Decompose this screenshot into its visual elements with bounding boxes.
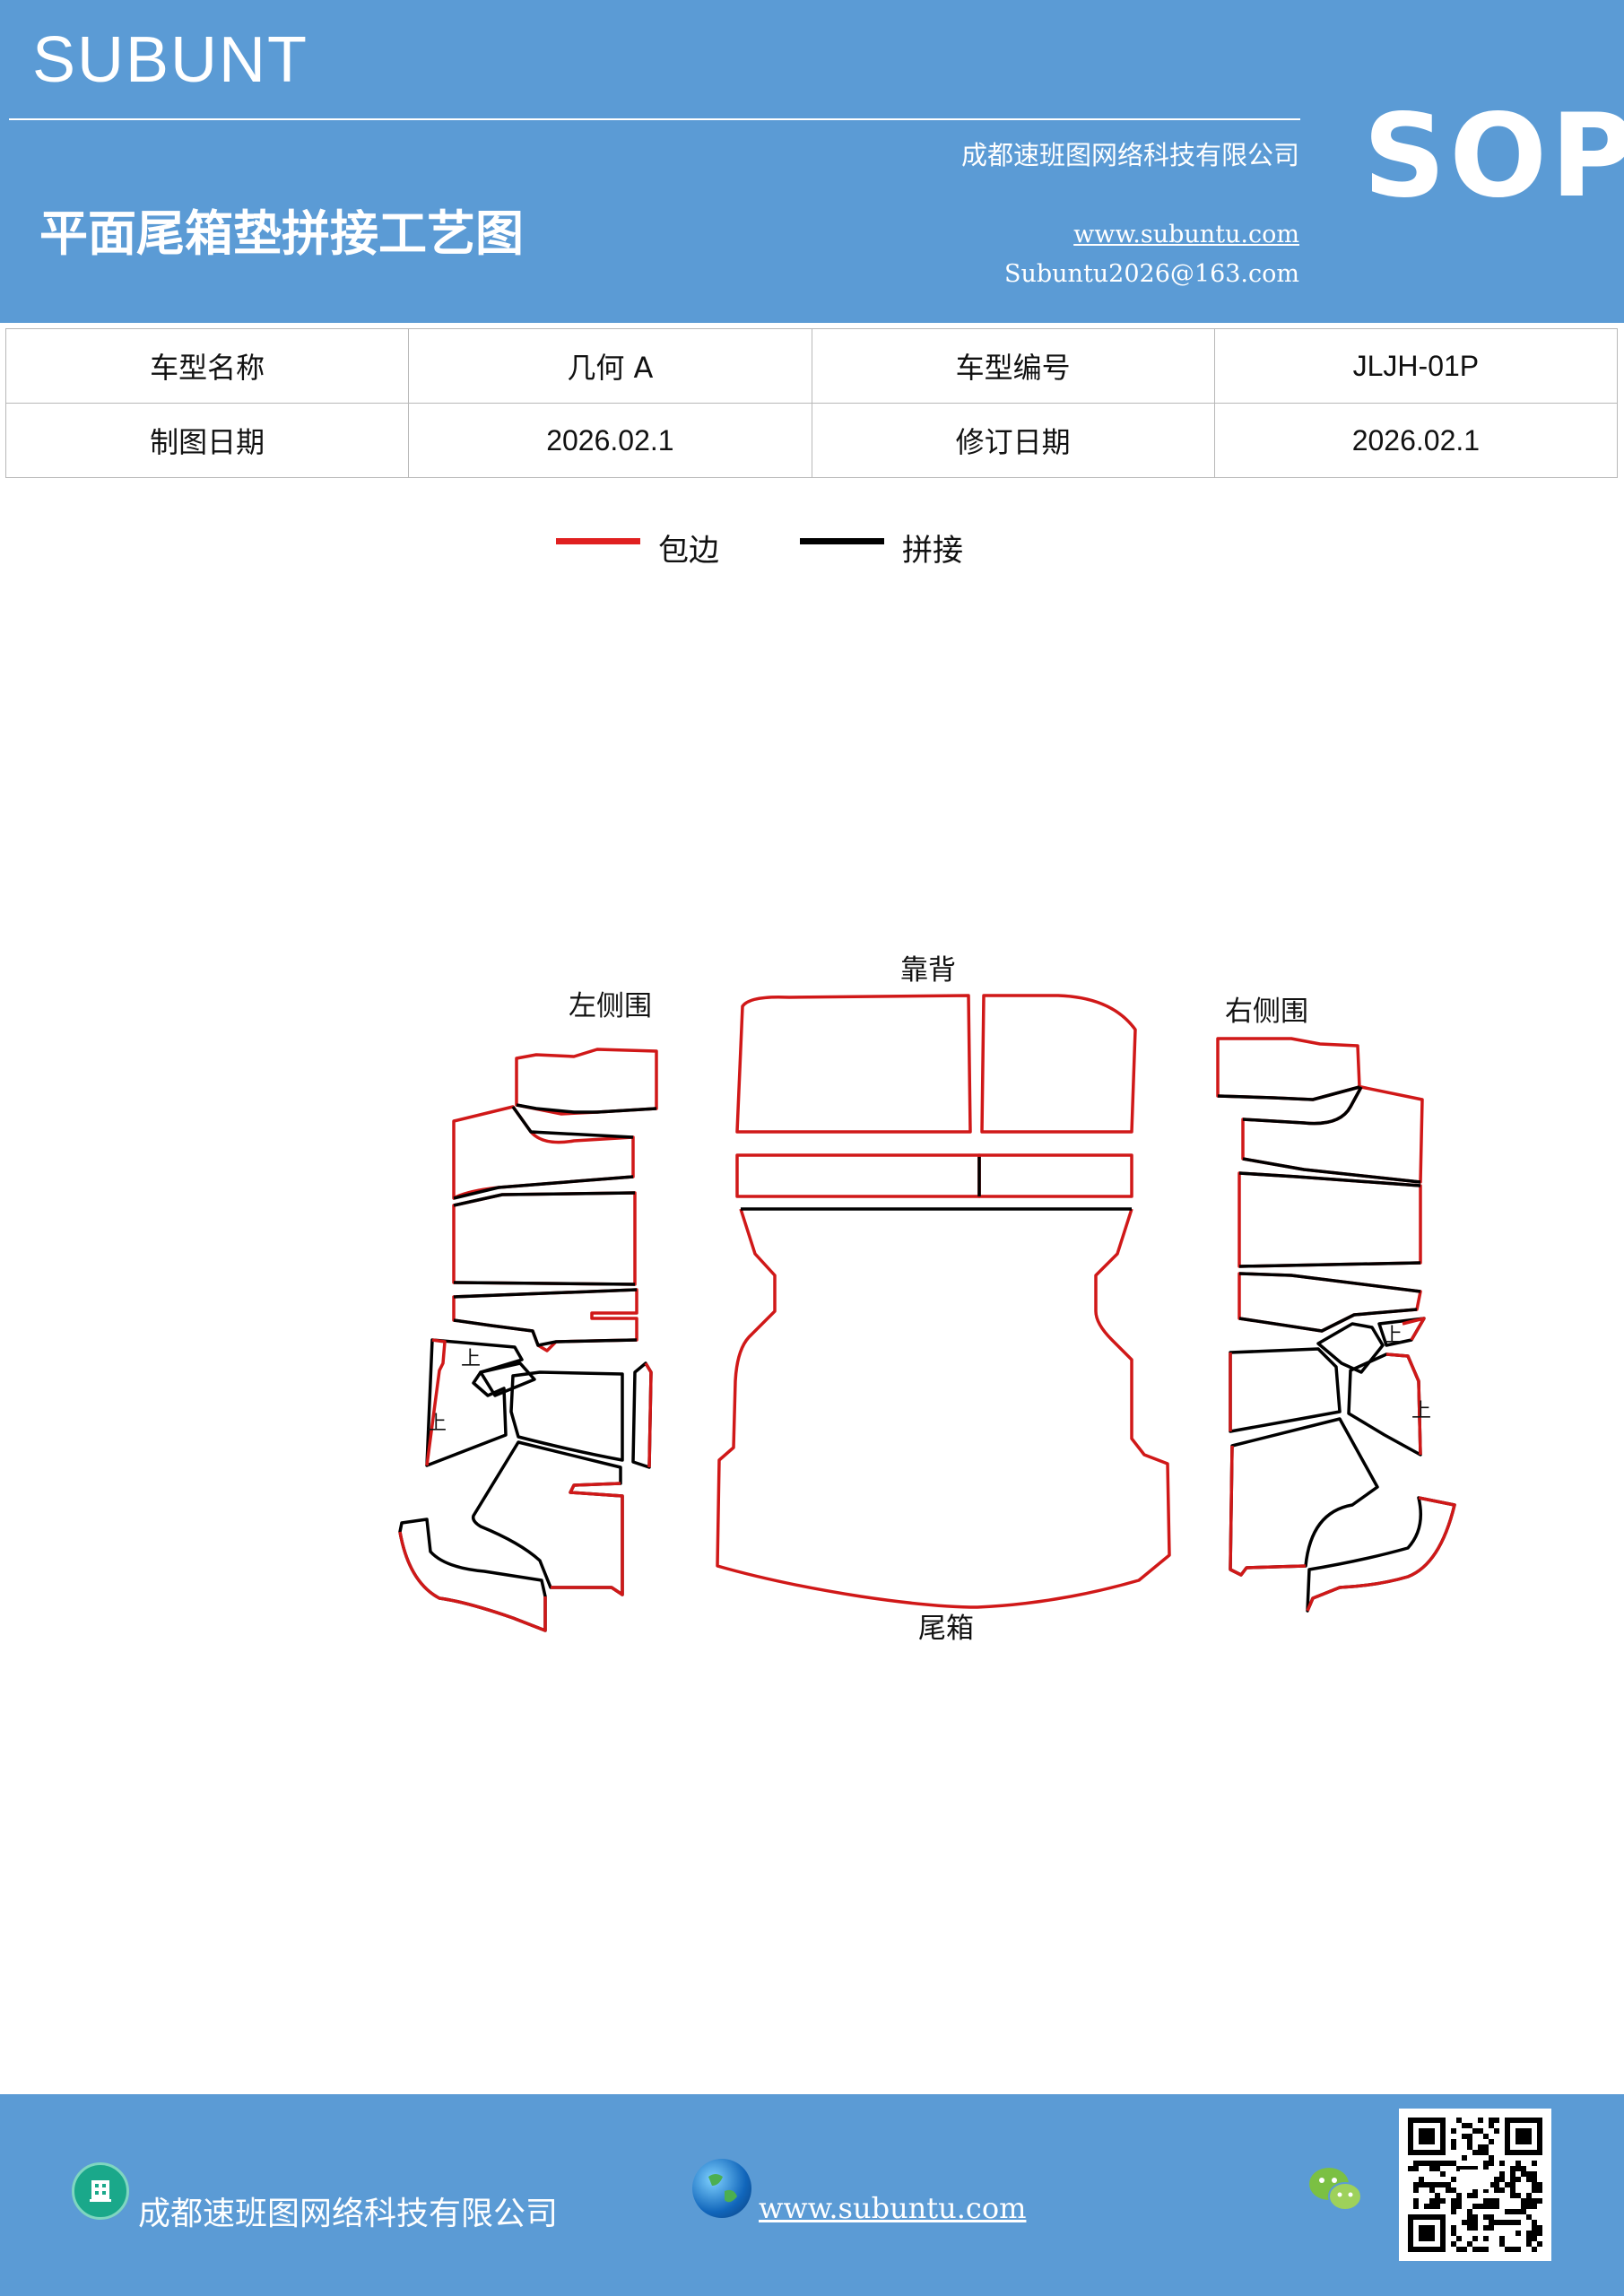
revise-date-value: 2026.02.1 [1213,403,1619,478]
wechat-icon[interactable] [1306,2162,1365,2216]
left-piece-10 [398,1518,547,1632]
right-piece-4-seam [1238,1272,1421,1333]
page-title: 平面尾箱垫拼接工艺图 [39,205,524,262]
backrest-strip-right [977,1153,1133,1198]
mark-up: 上 [1411,1400,1431,1422]
header-divider [9,118,1300,120]
mark-up: 上 [427,1413,447,1435]
qr-code [1399,2109,1551,2261]
right-piece-1-seam [1217,1085,1360,1101]
footer-company: 成都速班图网络科技有限公司 [138,2196,559,2232]
left-piece-5 [425,1338,524,1467]
left-piece-6 [479,1361,536,1397]
header-banner: SUBUNT 成都速班图网络科技有限公司 SOP 平面尾箱垫拼接工艺图 www.… [0,0,1624,323]
right-piece-7 [1229,1347,1342,1433]
right-piece-3-seam [1238,1171,1421,1268]
draw-date-label: 制图日期 [4,403,410,478]
right-piece-1 [1216,1037,1361,1101]
email-text: Subuntu2026@163.com [1004,260,1299,288]
model-name-label: 车型名称 [4,328,410,404]
legend: 包边 拼接 [0,526,1624,570]
left-piece-5-wrap [425,1338,447,1466]
model-code-label: 车型编号 [811,328,1215,404]
mark-up: 上 [1383,1325,1403,1347]
label-right-side: 右侧围 [1225,996,1308,1028]
right-piece-5 [1316,1322,1385,1374]
right-piece-2-seam [1242,1086,1421,1184]
website-link[interactable]: www.subuntu.com [1073,221,1299,248]
left-piece-3 [452,1191,637,1286]
left-piece-10-wrap [398,1531,547,1632]
legend-wrap-label: 包边 [658,533,719,569]
table-row: 车型名称 几何 A 车型编号 JLJH-01P [4,328,1619,404]
right-piece-10-wrap [1306,1496,1456,1612]
table-row: 制图日期 2026.02.1 修订日期 2026.02.1 [4,403,1619,478]
legend-seam-label: 拼接 [902,533,963,569]
globe-icon [692,2159,751,2218]
right-piece-9 [1229,1417,1379,1577]
backrest-strip-left [735,1153,981,1198]
brand-name: SUBUNT [32,24,309,96]
left-piece-1-seam [516,1103,657,1114]
legend-seam-line [800,538,884,544]
right-piece-8-wrap [1385,1352,1422,1456]
building-icon [72,2162,129,2220]
footer-website-link[interactable]: www.subuntu.com [759,2191,1027,2225]
right-piece-8 [1347,1352,1422,1457]
trunk-floor-wrap [716,1208,1171,1609]
company-name: 成都速班图网络科技有限公司 [960,140,1299,170]
draw-date-value: 2026.02.1 [408,403,812,478]
left-piece-2-seam [453,1105,634,1200]
right-piece-6-wrap [1402,1317,1426,1341]
sop-badge: SOP [1363,90,1624,223]
left-piece-8-wrap [644,1362,653,1468]
legend-wrap-line [556,538,640,544]
label-left-side: 左侧围 [569,990,652,1022]
left-piece-4-seam [453,1288,638,1347]
label-backrest: 靠背 [900,954,956,987]
label-trunk: 尾箱 [918,1613,974,1645]
backrest-left-panel [735,994,972,1134]
mark-up: 上 [461,1348,481,1370]
info-table: 车型名称 几何 A 车型编号 JLJH-01P 制图日期 2026.02.1 修… [4,328,1619,478]
right-piece-3 [1238,1171,1422,1268]
revise-date-label: 修订日期 [811,403,1215,478]
model-code-value: JLJH-01P [1213,328,1619,404]
left-piece-3-seam [453,1191,636,1286]
backrest-right-panel [980,994,1137,1134]
footer-banner: 成都速班图网络科技有限公司 www.subuntu.com [0,2094,1624,2296]
right-piece-2 [1241,1085,1424,1184]
left-piece-7 [509,1370,624,1462]
right-piece-9-wrap [1229,1445,1307,1577]
left-piece-1 [515,1048,658,1116]
model-name-value: 几何 A [408,328,812,404]
left-piece-9-wrap [551,1482,624,1596]
